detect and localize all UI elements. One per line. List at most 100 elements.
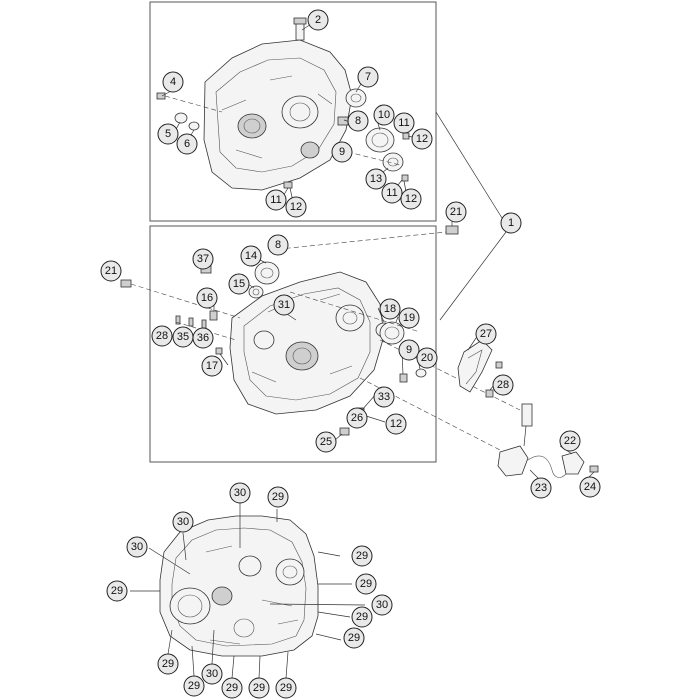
- callout-number: 11: [270, 194, 281, 206]
- callout-36: 36: [192, 327, 214, 349]
- callout-29-7: 29: [157, 653, 179, 675]
- callout-number: 9: [339, 146, 345, 158]
- callout-23: 23: [530, 477, 552, 499]
- callout-number: 21: [105, 265, 117, 277]
- callout-number: 1: [508, 217, 514, 229]
- callout-number: 29: [356, 550, 368, 562]
- callout-number: 12: [405, 193, 417, 205]
- callout-14: 14: [240, 245, 262, 267]
- callout-number: 12: [290, 201, 302, 213]
- callout-9-2: 9: [398, 339, 420, 361]
- callout-bubble: [381, 182, 403, 204]
- callout-bubble: [398, 307, 420, 329]
- callout-9: 9: [331, 141, 353, 163]
- callout-number: 28: [156, 330, 168, 342]
- callout-21-2: 21: [100, 260, 122, 282]
- callout-bubble: [265, 189, 287, 211]
- callout-29-4: 29: [351, 606, 373, 628]
- callout-37: 37: [192, 248, 214, 270]
- callout-19: 19: [398, 307, 420, 329]
- callout-bubble: [365, 168, 387, 190]
- callout-bubble: [347, 110, 369, 132]
- callout-bubble: [157, 123, 179, 145]
- callout-number: 29: [226, 682, 238, 694]
- callout-bubble: [240, 245, 262, 267]
- callout-number: 2: [315, 14, 321, 26]
- callout-bubble: [273, 294, 295, 316]
- callout-number: 22: [564, 435, 576, 447]
- callout-bubble: [385, 413, 407, 435]
- callout-number: 29: [111, 585, 123, 597]
- callout-number: 27: [480, 328, 492, 340]
- callout-number: 16: [201, 292, 213, 304]
- callout-number: 11: [398, 117, 409, 129]
- callout-bubble: [416, 347, 438, 369]
- callout-bubble: [285, 196, 307, 218]
- callout-bubble: [559, 430, 581, 452]
- callout-21: 21: [445, 201, 467, 223]
- callout-number: 8: [355, 115, 361, 127]
- callout-29-8: 29: [183, 675, 205, 697]
- callout-bubbles: 1245678899101111111212121213141516171819…: [100, 9, 601, 699]
- callout-30-3: 30: [126, 536, 148, 558]
- callout-17: 17: [201, 355, 223, 377]
- callout-bubble: [196, 287, 218, 309]
- callout-12-3: 12: [285, 196, 307, 218]
- callout-12-4: 12: [385, 413, 407, 435]
- callout-30: 30: [229, 482, 251, 504]
- callout-bubble: [106, 580, 128, 602]
- callout-bubble: [373, 104, 395, 126]
- callout-29-11: 29: [275, 677, 297, 699]
- callout-22: 22: [559, 430, 581, 452]
- callout-number: 11: [386, 187, 397, 199]
- callout-bubble: [201, 663, 223, 685]
- callout-number: 6: [184, 138, 190, 150]
- callout-number: 20: [421, 352, 433, 364]
- callout-8-2: 8: [267, 234, 289, 256]
- callout-number: 10: [378, 109, 390, 121]
- callout-12-2: 12: [400, 188, 422, 210]
- callout-8: 8: [347, 110, 369, 132]
- callout-number: 36: [197, 332, 209, 344]
- upper-crankcase-frame: [149, 1, 437, 222]
- callout-number: 29: [356, 611, 368, 623]
- callout-11: 11: [393, 112, 415, 134]
- callout-bubble: [346, 407, 368, 429]
- callout-29-3: 29: [355, 573, 377, 595]
- callout-13: 13: [365, 168, 387, 190]
- callout-number: 29: [272, 491, 284, 503]
- crankcase-half-lower: [229, 271, 385, 415]
- callout-4: 4: [162, 71, 184, 93]
- callout-number: 25: [320, 436, 332, 448]
- callout-number: 17: [206, 360, 218, 372]
- callout-number: 12: [416, 133, 428, 145]
- callout-bubble: [183, 675, 205, 697]
- callout-number: 4: [170, 76, 176, 88]
- callout-bubble: [248, 677, 270, 699]
- upper-small-parts: [156, 88, 410, 189]
- callout-bubble: [357, 66, 379, 88]
- callout-number: 12: [390, 418, 402, 430]
- callout-number: 15: [233, 278, 245, 290]
- callout-number: 31: [278, 299, 290, 311]
- callout-16: 16: [196, 287, 218, 309]
- callout-25: 25: [315, 431, 337, 453]
- callout-number: 29: [162, 658, 174, 670]
- callout-number: 24: [584, 481, 596, 493]
- callout-bubble: [411, 128, 433, 150]
- callout-bubble: [201, 355, 223, 377]
- callout-bubble: [500, 212, 522, 234]
- callout-2: 2: [307, 9, 329, 31]
- callout-bubble: [221, 677, 243, 699]
- callout-26: 26: [346, 407, 368, 429]
- item-1-leaders: [435, 111, 507, 321]
- callout-30-2: 30: [172, 511, 194, 533]
- callout-35: 35: [172, 326, 194, 348]
- callout-number: 9: [406, 344, 412, 356]
- callout-11-2: 11: [381, 182, 403, 204]
- callout-15: 15: [228, 273, 250, 295]
- callout-bubble: [355, 573, 377, 595]
- callout-number: 29: [360, 578, 372, 590]
- callout-33: 33: [373, 386, 395, 408]
- callout-bubble: [307, 9, 329, 31]
